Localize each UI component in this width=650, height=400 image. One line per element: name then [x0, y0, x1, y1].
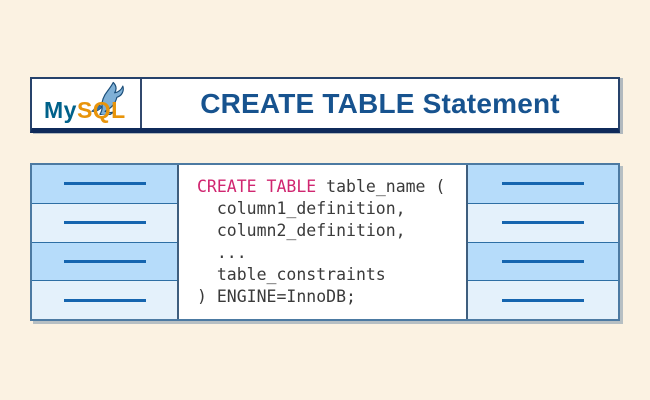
table-row	[32, 241, 177, 281]
header-title-area: CREATE TABLE Statement	[142, 79, 618, 128]
sql-code-box: CREATE TABLE table_name ( column1_defini…	[177, 165, 468, 319]
table-row	[32, 165, 177, 203]
row-data-line	[502, 259, 584, 263]
sql-code-line: column2_definition,	[197, 221, 406, 240]
sql-code-line: ...	[197, 243, 247, 262]
page-title: CREATE TABLE Statement	[200, 87, 560, 119]
sql-keyword: CREATE TABLE	[197, 177, 317, 196]
row-data-line	[502, 182, 584, 186]
row-data-line	[63, 182, 146, 186]
mysql-wordmark-sql: SQL	[76, 97, 126, 123]
row-data-line	[63, 259, 146, 263]
table-row	[32, 280, 177, 319]
table-diagram-band: CREATE TABLE table_name ( column1_defini…	[30, 163, 620, 321]
table-row	[468, 241, 618, 281]
row-data-line	[63, 298, 146, 302]
sql-code-line: CREATE TABLE table_name (	[197, 176, 466, 198]
row-data-line	[63, 221, 146, 225]
table-row	[468, 202, 618, 242]
row-data-line	[502, 298, 584, 302]
table-rows-left	[32, 165, 177, 319]
row-data-line	[502, 221, 584, 225]
table-rows-right	[468, 165, 618, 319]
header-banner: MySQL CREATE TABLE Statement	[30, 77, 620, 133]
mysql-logo: MySQL	[32, 79, 142, 128]
sql-code-line: column1_definition,	[197, 199, 406, 218]
mysql-wordmark-my: My	[44, 97, 77, 123]
mysql-dolphin-icon	[91, 81, 124, 115]
table-row	[32, 202, 177, 242]
table-row	[468, 280, 618, 319]
table-row	[468, 165, 618, 203]
sql-code-line: ) ENGINE=InnoDB;	[197, 287, 356, 306]
sql-code-line: table_constraints	[197, 265, 386, 284]
mysql-wordmark: MySQL	[44, 97, 126, 124]
sql-code-text: table_name (	[316, 177, 446, 196]
